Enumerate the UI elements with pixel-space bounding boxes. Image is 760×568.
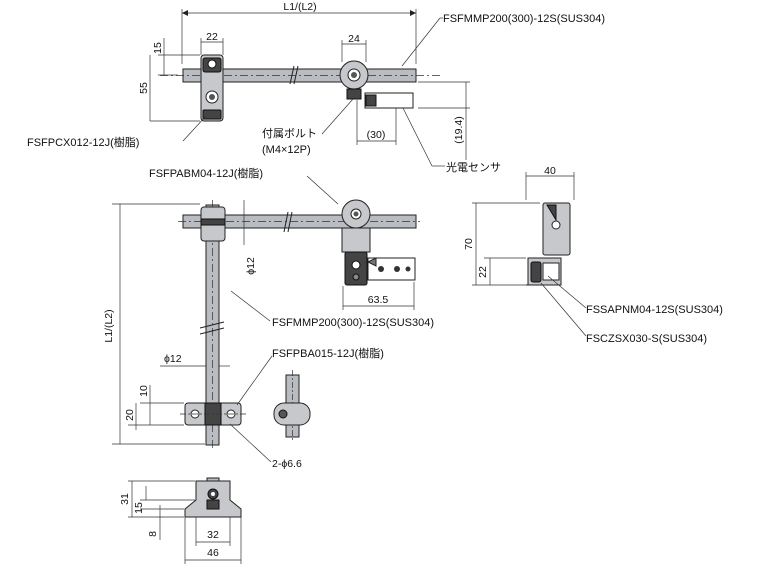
phi12-a-dim: ϕ12 bbox=[245, 257, 257, 275]
bot-8-dim: 8 bbox=[147, 531, 159, 537]
bolt-label-1: 付属ボルト bbox=[262, 127, 317, 140]
top-assembly: L1/(L2) 22 15 55 2 bbox=[27, 1, 605, 174]
top-length-dim: L1/(L2) bbox=[283, 1, 316, 13]
top-19-4-dim: (19.4) bbox=[453, 116, 465, 143]
bot-31-dim: 31 bbox=[119, 493, 131, 505]
top-24-dim: 24 bbox=[348, 33, 360, 45]
top-pipe-label: FSFMMP200(300)-12S(SUS304) bbox=[443, 13, 605, 25]
top-30-dim: (30) bbox=[367, 129, 386, 141]
bolt-label-2: (M4×12P) bbox=[262, 144, 311, 156]
bracket2-label: FSCZSX030-S(SUS304) bbox=[586, 333, 707, 345]
bot-15-dim: 15 bbox=[133, 502, 145, 514]
dim-20: 20 bbox=[124, 409, 136, 421]
top-55-dim: 55 bbox=[138, 82, 150, 94]
mid-pipe-label: FSFMMP200(300)-12S(SUS304) bbox=[272, 317, 434, 329]
holes-dim: 2-ϕ6.6 bbox=[272, 458, 302, 470]
top-22-dim: 22 bbox=[206, 31, 218, 43]
side-40-dim: 40 bbox=[544, 165, 556, 177]
middle-assembly: ϕ12 63.5 L1/(L2) ϕ12 10 20 bbox=[103, 166, 434, 470]
side-bracket-view: 40 70 22 FSSAPNM04-12S(SUS304) FSCZSX030… bbox=[463, 165, 723, 345]
mid-photo-sensor bbox=[367, 257, 416, 281]
top-15-dim: 15 bbox=[152, 42, 164, 54]
dim-63-5: 63.5 bbox=[368, 294, 389, 306]
top-clamp-label: FSFPCX012-12J(樹脂) bbox=[27, 135, 139, 149]
photo-sensor-label: 光電センサ bbox=[446, 160, 501, 174]
base-side-clamp bbox=[273, 402, 311, 426]
bracket1-label: FSSAPNM04-12S(SUS304) bbox=[586, 304, 723, 316]
bot-46-dim: 46 bbox=[207, 547, 219, 559]
phi12-b-dim: ϕ12 bbox=[164, 353, 182, 365]
mid-clamp-label: FSFPABM04-12J(樹脂) bbox=[149, 166, 263, 180]
side-70-dim: 70 bbox=[463, 238, 475, 250]
base-part-label: FSFPBA015-12J(樹脂) bbox=[272, 346, 384, 360]
bottom-base-view: 31 15 8 32 46 bbox=[119, 477, 242, 564]
side-22-dim: 22 bbox=[477, 266, 489, 278]
vertical-length-dim: L1/(L2) bbox=[103, 309, 115, 342]
bot-32-dim: 32 bbox=[207, 529, 219, 541]
dim-10: 10 bbox=[138, 385, 150, 397]
